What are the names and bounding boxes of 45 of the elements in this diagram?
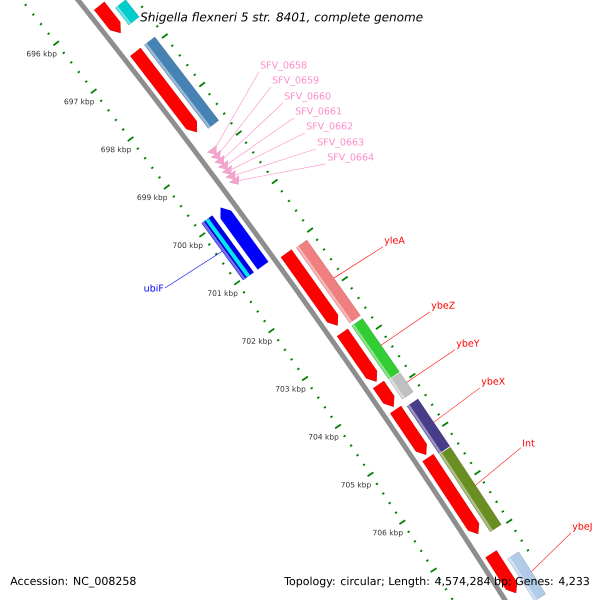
gene-block (280, 249, 338, 326)
leader-line (531, 532, 572, 572)
leader-line (234, 148, 316, 176)
gene-marker (214, 155, 224, 165)
leader-line (380, 312, 430, 346)
leader-line (406, 350, 456, 383)
leader-line (216, 72, 260, 146)
gene-block (390, 406, 427, 455)
leader-line (231, 132, 306, 170)
gene-marker (210, 150, 220, 160)
gene-label: yleA (384, 236, 405, 246)
gene-label: SFV_0659 (272, 76, 318, 86)
gene-marker (207, 145, 217, 155)
gene-label: ybeY (456, 339, 480, 349)
gene-block (220, 208, 268, 270)
leader-line (227, 118, 294, 164)
leader-line (238, 164, 326, 181)
leader-line (334, 246, 384, 278)
leader-line (220, 86, 272, 152)
gene-label: Int (523, 440, 535, 446)
title: Shigella flexneri 5 str. 8401, complete genome (140, 12, 423, 24)
gene-label: SFV_0661 (296, 107, 342, 117)
gene-block (422, 454, 480, 534)
gene-marker (218, 160, 228, 170)
gene-label: ybeZ (431, 301, 455, 311)
gene-marker (229, 175, 240, 185)
gene-marker (222, 165, 232, 175)
leader-line (224, 102, 284, 158)
gene-block (372, 380, 394, 407)
gene-marker (226, 170, 236, 180)
gene-block (130, 48, 198, 132)
accession-text: Accession: NC_008258 (10, 576, 136, 588)
leader-line (164, 250, 223, 288)
leader-line (475, 447, 522, 486)
gene-block (94, 2, 121, 34)
gene-label: ubiF (144, 284, 164, 292)
gene-label: SFV_0663 (318, 138, 364, 148)
gene-label: ybeX (481, 377, 505, 387)
gene-label: SFV_0660 (284, 92, 330, 102)
leader-line (433, 388, 480, 423)
gene-label: SFV_0658 (260, 61, 306, 71)
gene-label: SFV_0664 (328, 153, 374, 163)
gene-block (336, 328, 378, 382)
gene-label: SFV_0662 (306, 122, 352, 132)
gene-label: ybeJ (572, 522, 592, 532)
